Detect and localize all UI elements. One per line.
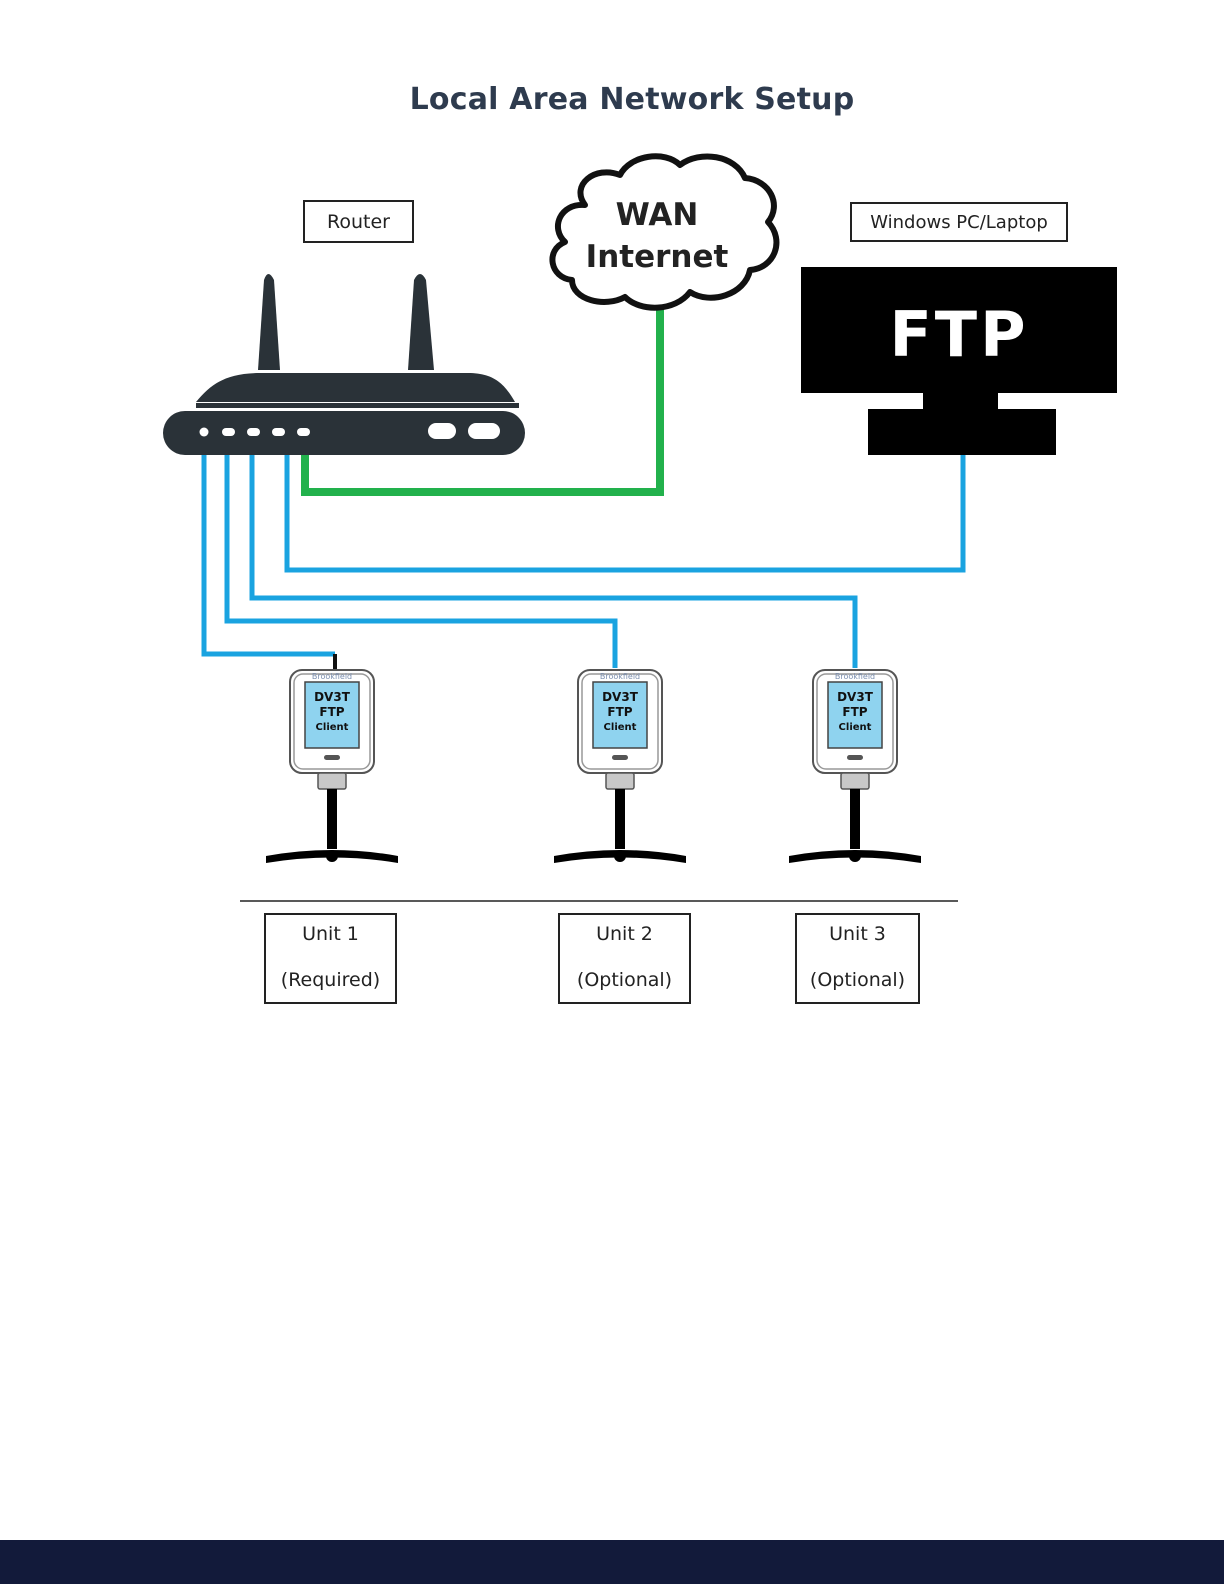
unit-2-device: Brookfield DV3T FTP Client (554, 670, 686, 863)
unit-1-title: Unit 1 (266, 923, 395, 945)
footer-bar (0, 1540, 1224, 1584)
unit-3-device: Brookfield DV3T FTP Client (789, 670, 921, 863)
monitor-screen-text: FTP (889, 298, 1028, 371)
unit-3-title: Unit 3 (797, 923, 918, 945)
unit-2-screen-line-2: FTP (607, 705, 632, 719)
lan-cable-unit-3 (252, 455, 855, 668)
unit-1-device: Brookfield DV3T FTP Client (266, 670, 398, 863)
unit-2-screen-line-1: DV3T (602, 690, 639, 704)
unit-2-brand: Brookfield (600, 672, 640, 681)
unit-3-note: (Optional) (797, 969, 918, 991)
router-icon (163, 274, 525, 455)
unit-2-note: (Optional) (560, 969, 689, 991)
unit-2-screen-line-3: Client (604, 722, 637, 733)
unit-3-screen-line-1: DV3T (837, 690, 874, 704)
lan-cable-unit-1 (204, 455, 335, 654)
cloud-icon: WAN Internet (552, 156, 776, 307)
unit-1-screen-line-3: Client (316, 722, 349, 733)
unit-3-screen-line-2: FTP (842, 705, 867, 719)
unit-2-title: Unit 2 (560, 923, 689, 945)
unit-1-brand: Brookfield (312, 672, 352, 681)
unit-3-screen-line-3: Client (839, 722, 872, 733)
unit-1-note: (Required) (266, 969, 395, 991)
lan-cable-pc (287, 452, 963, 570)
cloud-line-2: Internet (586, 239, 729, 275)
unit-1-label-box: Unit 1 (Required) (264, 913, 397, 1004)
unit-1-screen-line-2: FTP (319, 705, 344, 719)
unit-3-label-box: Unit 3 (Optional) (795, 913, 920, 1004)
unit-1-screen-line-1: DV3T (314, 690, 351, 704)
unit-3-brand: Brookfield (835, 672, 875, 681)
monitor-icon: FTP (801, 267, 1117, 455)
unit-2-label-box: Unit 2 (Optional) (558, 913, 691, 1004)
cloud-line-1: WAN (616, 197, 699, 233)
